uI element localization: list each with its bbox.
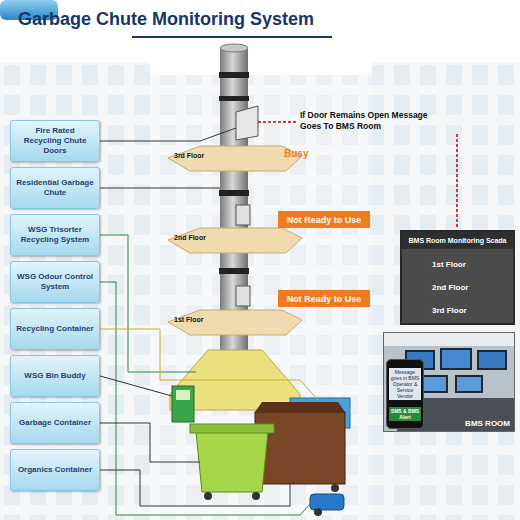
scada-text: 3rd Floor <box>432 306 467 316</box>
scada-text: BMS Room Monitoring Scada <box>402 232 513 249</box>
chute-door <box>236 286 250 306</box>
component-label: Organics Container <box>18 465 92 475</box>
floor-plate <box>168 146 302 171</box>
monitor <box>477 350 507 370</box>
scada-text: 2nd Floor <box>432 283 468 293</box>
alert-line <box>258 121 297 123</box>
building-windows <box>372 62 520 520</box>
component-label: WSG Bin Buddy <box>24 371 85 381</box>
building-windows <box>150 75 372 520</box>
phone-text: SMS & BMS Alert <box>389 407 421 421</box>
component-box: WSG Bin Buddy <box>10 355 100 397</box>
chute-band <box>219 268 249 274</box>
component-box: Residential Garbage Chute <box>10 167 100 209</box>
monitor <box>455 375 483 393</box>
building <box>150 75 372 520</box>
building <box>372 62 520 520</box>
monitor-screen <box>479 352 505 368</box>
component-box: Organics Container <box>10 449 100 491</box>
component-box: WSG Trisorter Recycling System <box>10 214 100 256</box>
monitor <box>420 375 448 393</box>
chute-band <box>219 72 249 78</box>
scada-panel: BMS Room Monitoring Scada 1st Floor 2nd Fl… <box>400 230 515 325</box>
callout-note: If Door Remains Open Message Goes To BMS… <box>300 110 428 132</box>
chute-door <box>236 205 250 225</box>
monitor-screen <box>422 377 446 391</box>
garbage-chute <box>220 48 248 353</box>
alert-line <box>456 134 458 229</box>
odour-unit <box>310 494 344 510</box>
bin-buddy <box>172 386 194 422</box>
wheel <box>204 492 212 500</box>
monitor-screen <box>442 350 470 368</box>
status-badge: Not Ready to Use <box>278 211 370 228</box>
scada-text: 1st Floor <box>432 260 466 270</box>
room-photo <box>383 332 515 432</box>
organics-container <box>255 412 345 484</box>
phone: Message goes in BMS Operator & Service V… <box>386 359 424 429</box>
garbage-container <box>196 432 268 492</box>
status-text: Not Ready to Use <box>287 294 362 304</box>
component-label: WSG Trisorter Recycling System <box>16 225 94 245</box>
floor-label: 1st Floor <box>174 316 204 323</box>
component-box: WSG Odour Control System <box>10 261 100 303</box>
container-rim <box>190 424 274 433</box>
chute-door-open <box>236 106 258 140</box>
phone-text: Message goes in BMS Operator & Service V… <box>389 368 421 400</box>
bms-room-photo: BMS ROOM Message goes in BMS Operator & S… <box>383 332 515 432</box>
leader-line <box>100 329 318 400</box>
floor-label: 3rd Floor <box>174 152 204 159</box>
chute-band <box>219 190 249 196</box>
component-label: Fire Rated Recycling Chute Doors <box>16 126 94 156</box>
component-box: Garbage Container <box>10 402 100 444</box>
room-ceiling <box>383 332 515 346</box>
component-label: Residential Garbage Chute <box>16 178 94 198</box>
wheel <box>314 508 322 516</box>
status-text: Busy <box>284 148 308 159</box>
leader-line <box>100 376 172 396</box>
container-lid <box>255 402 345 412</box>
diagram-title: Garbage Chute Monitoring System <box>18 9 314 30</box>
status-text: Not Ready to Use <box>287 215 362 225</box>
floor-plate <box>168 310 302 335</box>
status-badge: Not Ready to Use <box>278 290 370 307</box>
leader-line <box>100 128 236 141</box>
component-label: Garbage Container <box>19 418 91 428</box>
leader-line <box>100 235 196 372</box>
room-label: BMS ROOM <box>465 419 510 428</box>
component-box: Fire Rated Recycling Chute Doors <box>10 120 100 162</box>
floor-label: 2nd Floor <box>174 234 206 241</box>
monitor-screen <box>457 377 481 391</box>
component-box: Recycling Container <box>10 308 100 350</box>
component-label: Recycling Container <box>16 324 93 334</box>
leader-line <box>100 188 220 189</box>
wheel <box>331 484 339 492</box>
component-label: WSG Odour Control System <box>16 272 94 292</box>
wheel <box>252 492 260 500</box>
chute-top <box>220 44 248 52</box>
title-underline <box>132 36 332 38</box>
chute-band <box>219 96 249 101</box>
leader-line <box>100 470 290 506</box>
floor-plate <box>168 228 302 253</box>
monitor <box>440 348 472 370</box>
leader-line <box>100 282 310 515</box>
leader-line <box>100 423 200 462</box>
bin-buddy-screen <box>176 390 190 400</box>
